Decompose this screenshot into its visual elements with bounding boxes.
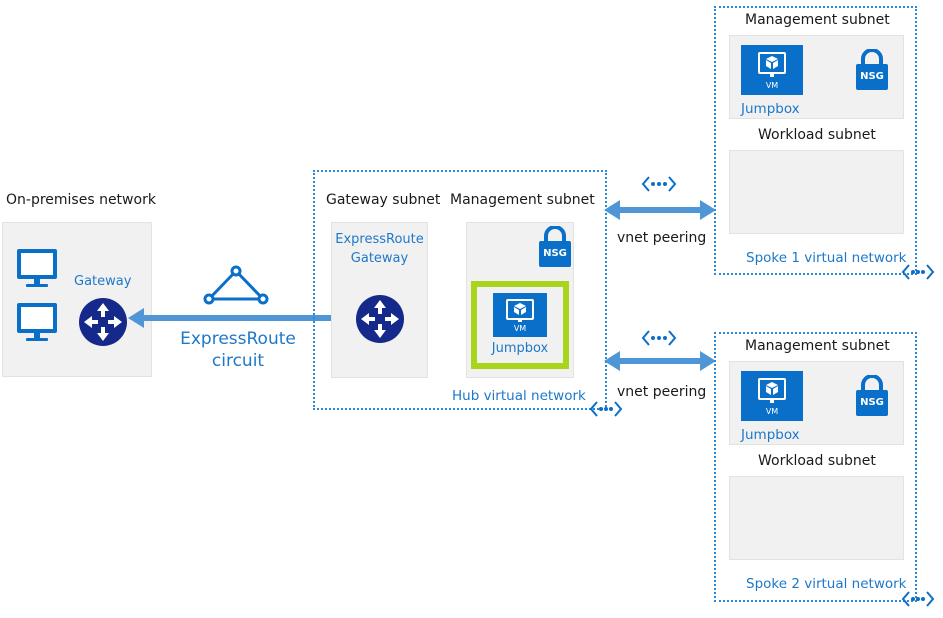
spoke1-nsg-text: NSG: [860, 71, 884, 82]
circuit-line2: circuit: [211, 351, 265, 371]
onprem-gateway-label: Gateway: [74, 274, 132, 289]
hub-jumpbox-highlight[interactable]: VM Jumpbox: [471, 281, 569, 369]
spoke1-nsg-icon: NSG: [855, 48, 889, 91]
peering-bottom-label: vnet peering: [617, 384, 707, 400]
computer-icon: [17, 249, 57, 287]
router-icon: [79, 298, 127, 346]
onprem-panel: [2, 222, 152, 377]
spoke1-vnet-boundary: [714, 6, 917, 275]
hub-nsg-icon: NSG: [538, 225, 572, 268]
hub-jumpbox-label: Jumpbox: [491, 341, 549, 356]
spoke2-vm-text: VM: [765, 407, 779, 416]
hub-management-subnet-title: Management subnet: [450, 192, 595, 208]
spoke1-workload-subnet-panel: [729, 150, 904, 234]
hub-vnet-boundary: [313, 170, 607, 410]
spoke2-nsg-text: NSG: [860, 397, 884, 408]
er-gateway-line1: ExpressRoute: [335, 232, 424, 247]
spoke2-nsg-icon: NSG: [855, 374, 889, 417]
computer-icon: [17, 303, 57, 341]
vm-icon: [506, 299, 534, 322]
hub-vm-tile: VM: [493, 293, 547, 337]
peering-top-icon: [641, 176, 677, 192]
spoke2-jumpbox-label[interactable]: Jumpbox: [741, 427, 800, 443]
spoke2-vnet-boundary: [714, 332, 917, 602]
vm-icon: [758, 52, 786, 77]
spoke2-vnet-name: Spoke 2 virtual network: [746, 576, 907, 592]
expressroute-gateway-label: ExpressRoute Gateway: [331, 230, 428, 268]
spoke1-vm-tile: VM: [741, 45, 803, 95]
peering-bottom-arrow: [604, 351, 716, 371]
spoke1-management-subnet-title: Management subnet: [745, 12, 890, 28]
spoke2-vm-tile: VM: [741, 371, 803, 421]
hub-nsg-text: NSG: [543, 248, 567, 259]
expressroute-circuit-label: ExpressRoute circuit: [170, 328, 306, 372]
spoke1-vnet-icon: [901, 264, 935, 280]
hub-gateway-subnet-title: Gateway subnet: [326, 192, 441, 208]
peering-top-arrow: [604, 200, 716, 220]
er-gateway-line2: Gateway: [350, 251, 409, 266]
spoke2-workload-subnet-panel: [729, 476, 904, 560]
spoke1-vm-text: VM: [765, 81, 779, 90]
spoke2-vnet-icon: [901, 591, 935, 607]
expressroute-gateway-icon: [356, 295, 404, 343]
spoke1-jumpbox-label[interactable]: Jumpbox: [741, 101, 800, 117]
hub-vnet-name: Hub virtual network: [452, 388, 586, 404]
spoke1-vnet-name: Spoke 1 virtual network: [746, 250, 907, 266]
spoke1-workload-subnet-title: Workload subnet: [758, 127, 876, 143]
computer-icons: [17, 249, 57, 341]
spoke2-workload-subnet-title: Workload subnet: [758, 453, 876, 469]
circuit-line1: ExpressRoute: [180, 329, 296, 349]
onprem-title: On-premises network: [6, 192, 156, 208]
spoke2-management-subnet-title: Management subnet: [745, 338, 890, 354]
expressroute-circuit-icon: [203, 265, 269, 305]
hub-vm-text: VM: [513, 324, 527, 333]
hub-vnet-icon: [589, 401, 623, 417]
vm-icon: [758, 378, 786, 403]
peering-top-label: vnet peering: [617, 230, 707, 246]
peering-bottom-icon: [641, 330, 677, 346]
